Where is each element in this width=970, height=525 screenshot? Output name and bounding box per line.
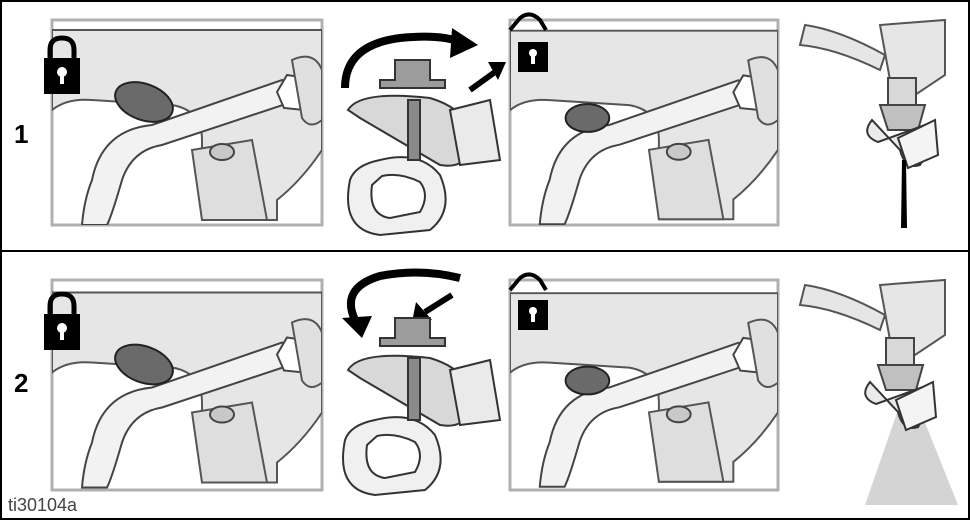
row1-panel-unlocked bbox=[510, 20, 778, 225]
step-number-1: 1 bbox=[14, 119, 28, 149]
row2-panel-locked bbox=[52, 280, 322, 490]
step-number-2: 2 bbox=[14, 368, 28, 398]
spray-stream-icon bbox=[901, 160, 907, 228]
row1-panel-locked bbox=[52, 20, 322, 225]
figure-id: ti30104a bbox=[8, 495, 78, 515]
row2-panel-unlocked bbox=[510, 280, 778, 490]
